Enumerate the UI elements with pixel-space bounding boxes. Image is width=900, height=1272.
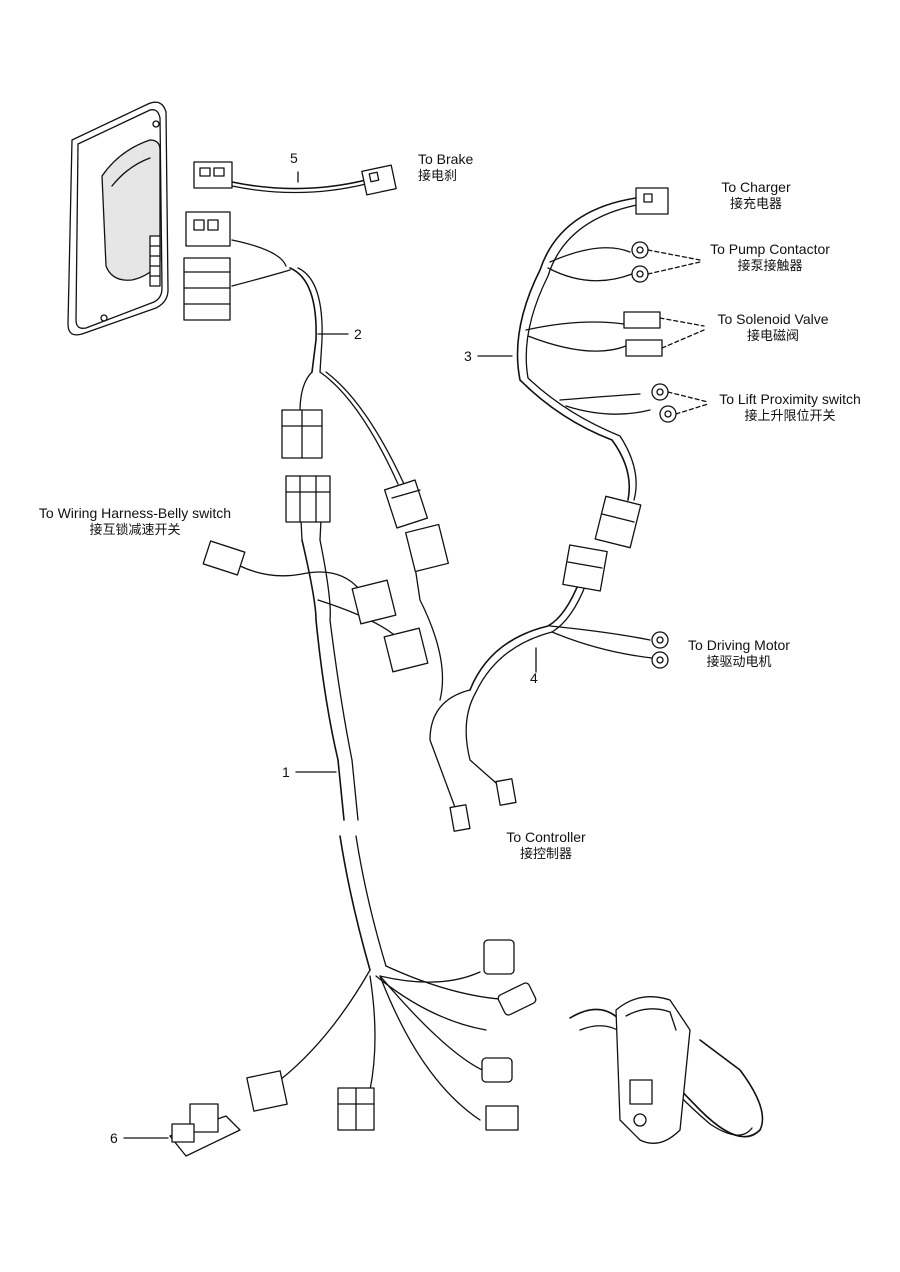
label-brake-cn: 接电刹 <box>418 169 458 184</box>
label-driving-en: To Driving Motor <box>688 637 790 653</box>
harness-5 <box>193 161 397 196</box>
harness-2 <box>183 211 429 529</box>
label-solenoid-cn: 接电磁阀 <box>746 329 799 344</box>
callout-6: 6 <box>110 1130 118 1146</box>
callout-3: 3 <box>464 348 472 364</box>
label-belly-switch: To Wiring Harness-Belly switch 接互锁减速开关 <box>30 504 240 540</box>
label-lift-proximity: To Lift Proximity switch 接上升限位开关 <box>708 390 872 426</box>
label-controller-en: To Controller <box>506 829 586 845</box>
label-brake-en: To Brake <box>418 151 474 167</box>
harness-3 <box>516 187 709 549</box>
callout-2: 2 <box>354 326 362 342</box>
relay-part-6 <box>169 1103 241 1157</box>
label-belly-en: To Wiring Harness-Belly switch <box>38 505 232 521</box>
callout-4: 4 <box>530 670 538 686</box>
callout-1: 1 <box>282 764 290 780</box>
label-controller: To Controller 接控制器 <box>496 828 596 864</box>
label-brake: To Brake 接电刹 <box>418 150 473 186</box>
label-solenoid-valve: To Solenoid Valve 接电磁阀 <box>708 310 838 346</box>
label-driving-cn: 接驱动电机 <box>706 655 772 670</box>
label-lift-en: To Lift Proximity switch <box>719 391 861 407</box>
harness-4 <box>405 523 669 832</box>
label-charger-en: To Charger <box>721 179 791 195</box>
controller-unit <box>67 101 169 336</box>
label-driving-motor: To Driving Motor 接驱动电机 <box>682 636 796 672</box>
tiller-handle <box>569 996 764 1144</box>
callout-leaders <box>123 171 537 1139</box>
label-solenoid-en: To Solenoid Valve <box>717 311 829 327</box>
label-belly-cn: 接互锁减速开关 <box>89 523 181 538</box>
label-controller-cn: 接控制器 <box>519 847 572 862</box>
callout-5: 5 <box>290 150 298 166</box>
label-charger-cn: 接充电器 <box>729 197 782 212</box>
label-pump-contactor: To Pump Contactor 接泵接触器 <box>700 240 840 276</box>
label-lift-cn: 接上升限位开关 <box>744 409 836 424</box>
label-pump-en: To Pump Contactor <box>710 241 830 257</box>
harness-1 <box>202 475 537 1131</box>
label-charger: To Charger 接充电器 <box>706 178 806 214</box>
label-pump-cn: 接泵接触器 <box>737 259 803 274</box>
